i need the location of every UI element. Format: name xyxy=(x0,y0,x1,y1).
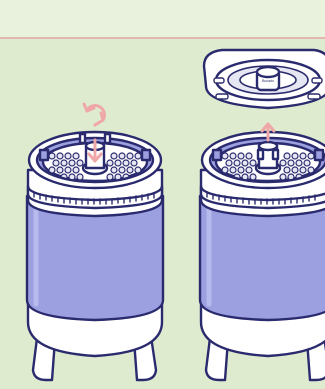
rotate-arrow-icon xyxy=(82,102,106,163)
side-tab-left xyxy=(38,148,50,162)
knurl-ticks xyxy=(33,191,155,205)
lid-knob-top xyxy=(255,65,281,79)
side-tab-right xyxy=(140,148,152,162)
knurl-ticks xyxy=(206,191,316,205)
top-band xyxy=(0,0,325,38)
lid-foot-right xyxy=(307,93,321,100)
grid-holes xyxy=(48,152,142,181)
lid-clip-left xyxy=(213,77,225,84)
sleeve xyxy=(198,194,325,322)
tab-right xyxy=(103,132,112,145)
tab-left xyxy=(78,132,87,145)
knurled-ring xyxy=(199,184,325,210)
removed-lid xyxy=(202,48,325,110)
tab-right xyxy=(271,148,280,161)
center-post-top xyxy=(257,140,279,152)
lid-logo: Bocado xyxy=(262,79,274,83)
filter-unit-left xyxy=(25,130,165,382)
lid-foot-left xyxy=(215,93,229,100)
sleeve xyxy=(25,194,165,322)
grid-holes xyxy=(221,152,315,181)
knurled-ring xyxy=(26,184,164,210)
filter-unit-right xyxy=(198,130,325,382)
lift-arrow-icon xyxy=(260,122,276,142)
side-tab-right xyxy=(313,148,325,162)
side-tab-left xyxy=(211,148,223,162)
tab-left xyxy=(256,148,265,161)
lid-clip-right xyxy=(311,77,323,84)
